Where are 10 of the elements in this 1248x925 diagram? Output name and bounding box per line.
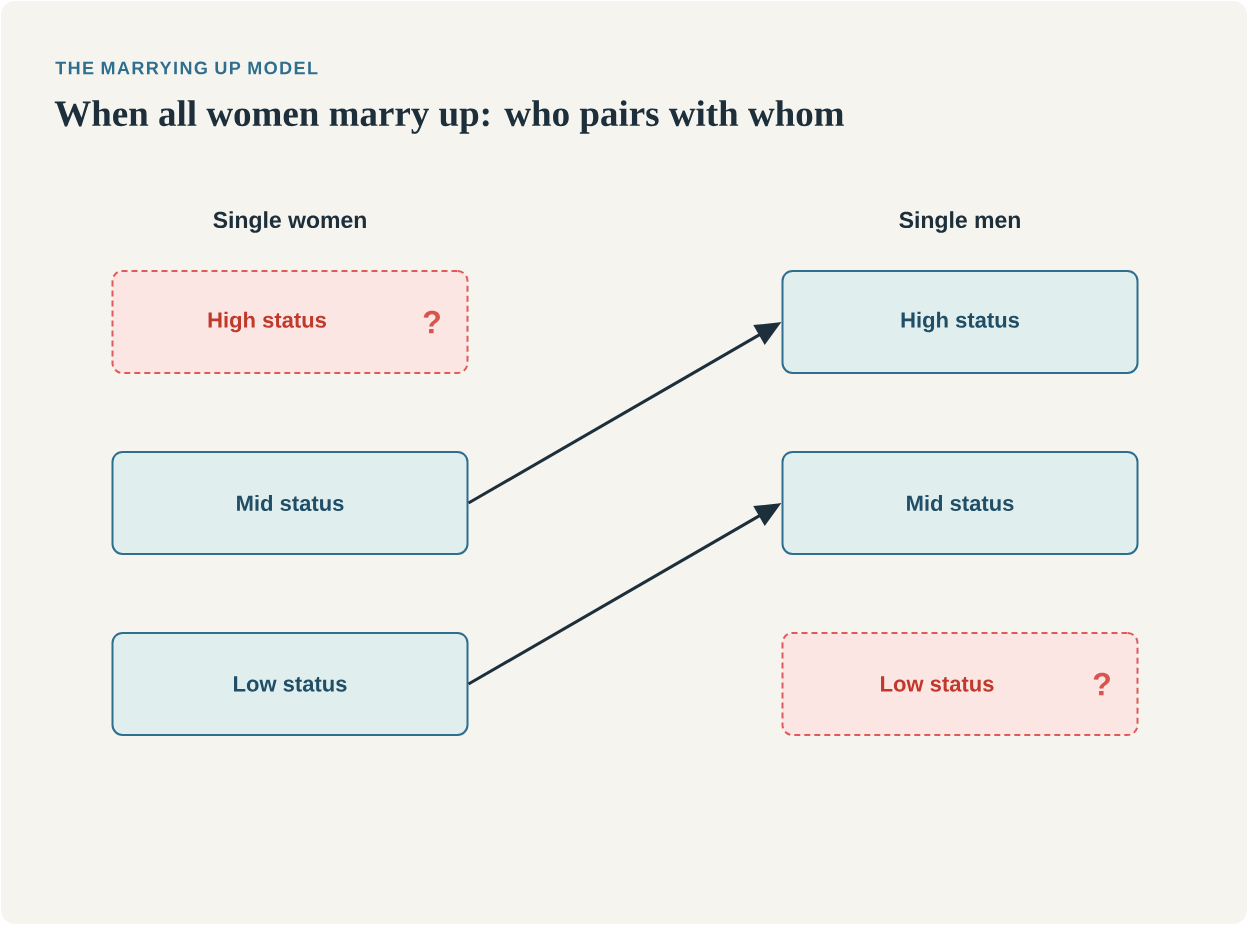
column-heading: Single women: [213, 211, 366, 233]
flagged-status-box: Low status ?: [781, 632, 1139, 736]
flagged-status-box: High status ?: [111, 270, 469, 374]
status-box: Mid status: [111, 451, 469, 555]
status-box: High status: [781, 270, 1139, 374]
kicker-text: THE MARRYING UP MODEL: [55, 61, 318, 75]
column-heading: Single men: [899, 211, 1020, 233]
title: When all women marry up: who pairs with whom: [54, 100, 844, 134]
status-box: Low status: [111, 632, 469, 736]
status-box: Mid status: [781, 451, 1139, 555]
